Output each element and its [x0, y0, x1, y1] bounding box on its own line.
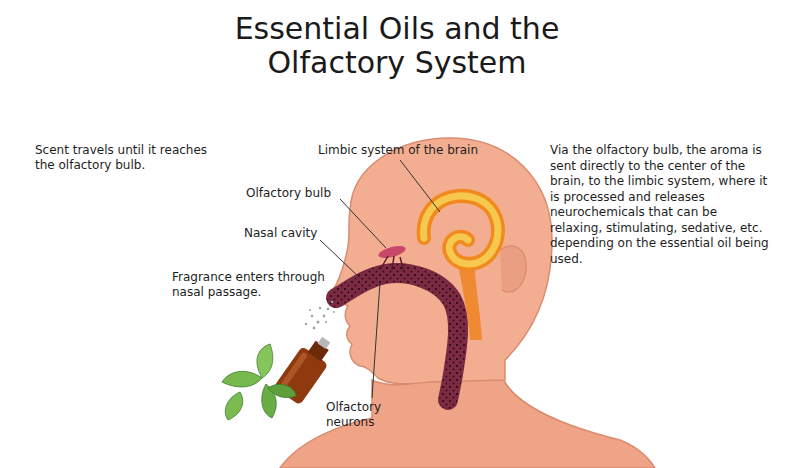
part-label: Limbic system of the brain: [318, 143, 518, 158]
description-text: Via the olfactory bulb, the aroma is sen…: [550, 143, 772, 267]
note-text: Scent travels until it reaches the olfac…: [35, 143, 225, 173]
part-label: Olfactory neurons: [326, 400, 406, 430]
note-text: Fragrance enters through nasal passage.: [172, 270, 332, 300]
part-label: Olfactory bulb: [246, 186, 356, 201]
diagram-title: Essential Oils and the Olfactory System: [187, 12, 607, 80]
part-label: Nasal cavity: [244, 226, 344, 241]
